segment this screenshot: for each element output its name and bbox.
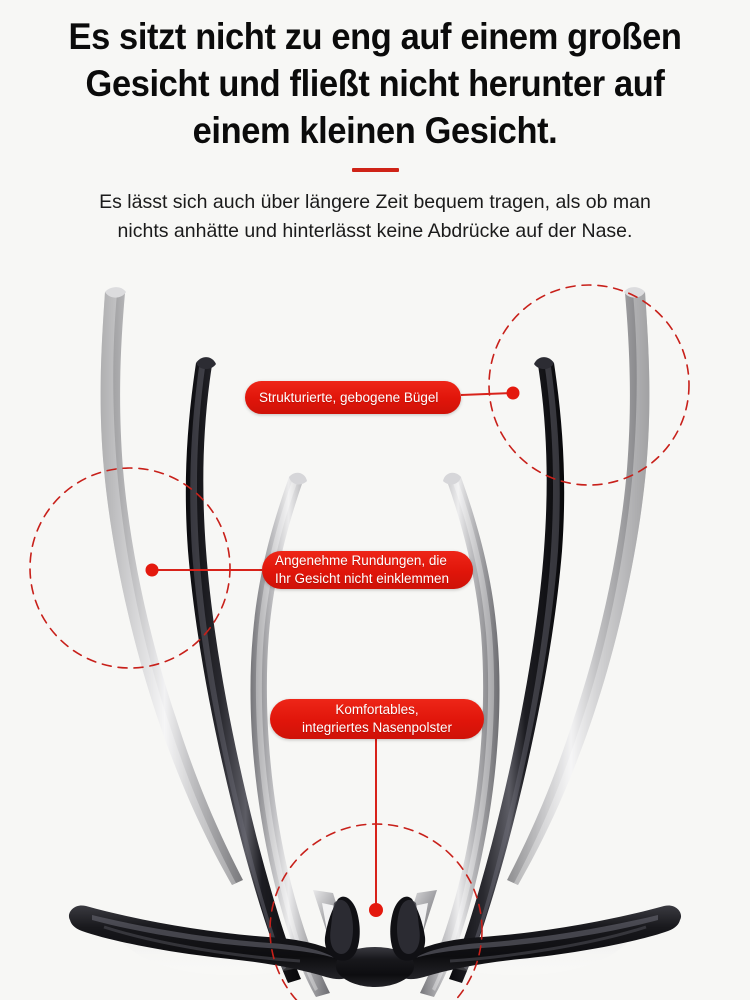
callout-temples[interactable]: Strukturierte, gebogene Bügel (245, 381, 461, 414)
temple-left-inner-gray (250, 472, 330, 997)
temple-left-outer-gray (100, 287, 243, 885)
header-block: Es sitzt nicht zu eng auf einem großen G… (0, 0, 750, 246)
product-illustration (0, 255, 750, 1000)
page-title: Es sitzt nicht zu eng auf einem großen G… (68, 16, 682, 151)
temple-right-outer-gray (507, 287, 650, 885)
temple-right-inner-gray (420, 472, 500, 997)
page-subtitle: Es lässt sich auch über längere Zeit beq… (99, 190, 651, 243)
callout-nosepad-line-1: Komfortables, (335, 702, 419, 718)
title-divider (351, 167, 399, 172)
callout-nosepad-line-2: integriertes Nasenpolster (301, 720, 453, 735)
callout-curves-line-2: Ihr Gesicht nicht einklemmen (275, 571, 450, 586)
callout-curves-line-1: Angenehme Rundungen, die (275, 553, 447, 569)
callout-curves[interactable]: Angenehme Rundungen, die Ihr Gesicht nic… (262, 551, 473, 589)
callout-nosepad[interactable]: Komfortables, integriertes Nasenpolster (270, 699, 484, 739)
frame-bottom (68, 905, 682, 987)
callout-temples-line-1: Strukturierte, gebogene Bügel (259, 389, 439, 405)
